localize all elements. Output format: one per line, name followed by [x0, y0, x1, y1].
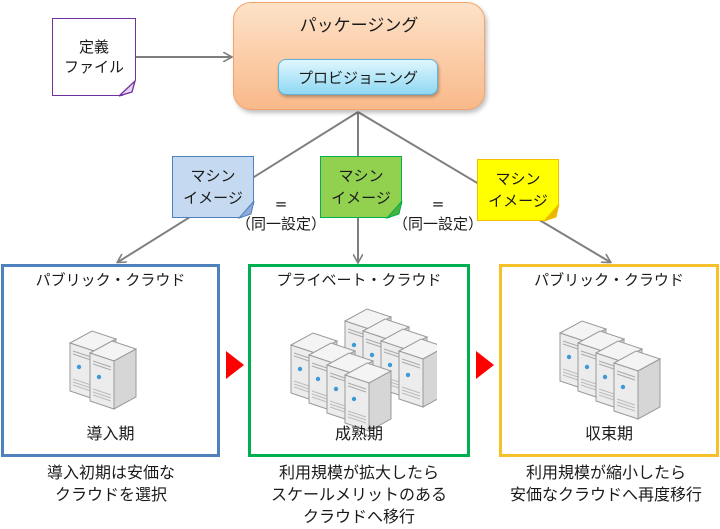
page-fold-icon	[238, 200, 255, 219]
server-cluster-icon	[66, 325, 156, 419]
server-tower-icon	[397, 338, 447, 408]
server-cluster-graphic	[289, 308, 447, 432]
same-settings-label: （同一設定）	[393, 215, 484, 233]
server-cluster-icon	[556, 315, 666, 429]
phase-label: 収束期	[584, 424, 633, 443]
phase-label: 導入期	[86, 424, 135, 443]
definition-file-line1: 定義	[78, 38, 109, 56]
packaging-title: パッケージング	[299, 16, 419, 36]
stage-convergence: パブリック・クラウド 収束期	[499, 264, 719, 457]
flow-arrow-icon	[476, 351, 494, 379]
server-tower-icon	[343, 362, 393, 432]
server-tower-icon	[88, 340, 138, 410]
machine-image-line1: マシン	[338, 167, 384, 185]
caption-line: クラウドへ移行	[302, 507, 415, 526]
machine-image-line1: マシン	[495, 170, 541, 188]
caption-line: 利用規模が拡大したら	[278, 463, 439, 482]
server-cluster-graphic	[68, 330, 138, 410]
stage-caption-1: 導入初期は安価な クラウドを選択	[0, 462, 222, 506]
machine-image-line1: マシン	[190, 167, 236, 185]
phase-label: 成熟期	[334, 424, 383, 443]
stage-caption-2: 利用規模が拡大したら スケールメリットのある クラウドへ移行	[246, 462, 472, 528]
same-settings-label: （同一設定）	[236, 215, 327, 233]
machine-image-line2: イメージ	[331, 189, 391, 207]
machine-image-note-2: マシン イメージ	[320, 156, 402, 218]
definition-file-note: 定義 ファイル	[52, 18, 136, 96]
caption-line: 安価なクラウドへ再度移行	[509, 485, 702, 504]
caption-line: 利用規模が縮小したら	[525, 463, 686, 482]
provisioning-box: プロビジョニング	[278, 59, 438, 95]
stage-caption-3: 利用規模が縮小したら 安価なクラウドへ再度移行	[492, 462, 720, 506]
cloud-type-label: プライベート・クラウド	[276, 271, 442, 289]
equals-symbol: =	[274, 195, 288, 213]
flow-arrow-icon	[226, 351, 244, 379]
stage-introduction: パブリック・クラウド 導入期	[1, 264, 220, 457]
server-tower-icon	[612, 350, 662, 420]
machine-image-line2: イメージ	[183, 189, 243, 207]
page-fold-icon	[543, 203, 560, 222]
stage-maturity: プライベート・クラウド 成熟期	[248, 264, 470, 457]
equivalence-label-1: = （同一設定）	[236, 194, 326, 234]
machine-image-note-1: マシン イメージ	[172, 156, 254, 218]
page-fold-icon	[118, 80, 136, 97]
page-fold-icon	[386, 200, 403, 219]
equals-symbol: =	[431, 195, 445, 213]
cloud-type-label: パブリック・クラウド	[35, 271, 186, 289]
definition-file-line2: ファイル	[63, 58, 124, 76]
machine-image-note-3: マシン イメージ	[477, 159, 559, 221]
caption-line: クラウドを選択	[54, 485, 167, 504]
server-cluster-icon	[287, 305, 447, 439]
equivalence-label-2: = （同一設定）	[393, 194, 483, 234]
provisioning-label: プロビジョニング	[297, 68, 418, 87]
packaging-box: パッケージング プロビジョニング	[233, 2, 485, 110]
caption-line: スケールメリットのある	[270, 485, 447, 504]
cloud-type-label: パブリック・クラウド	[534, 271, 684, 289]
machine-image-line2: イメージ	[488, 192, 548, 210]
server-cluster-graphic	[558, 320, 662, 420]
caption-line: 導入初期は安価な	[46, 463, 175, 482]
